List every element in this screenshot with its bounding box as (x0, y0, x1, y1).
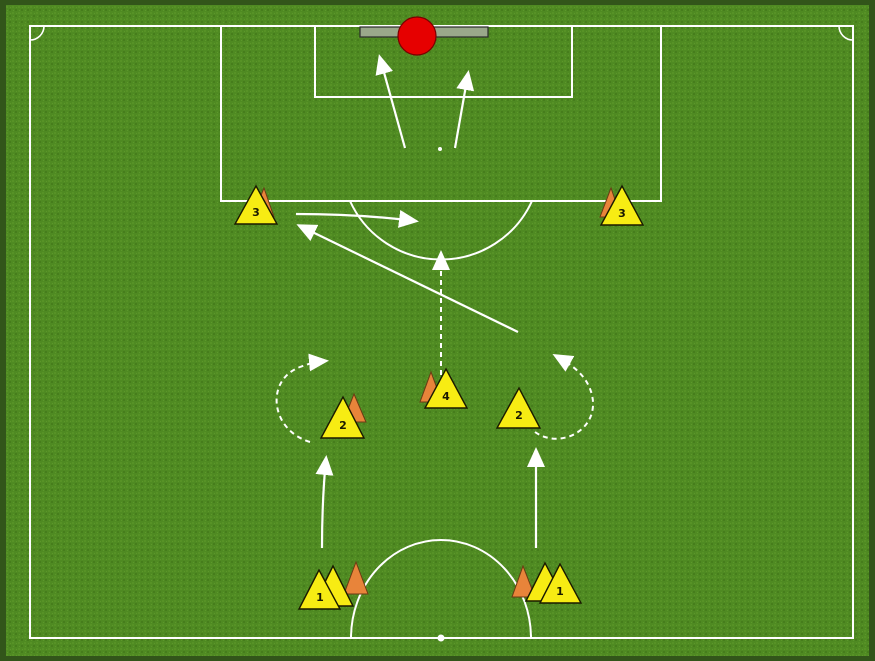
player-label: 3 (618, 207, 626, 220)
ball-icon (398, 17, 436, 55)
center-spot (438, 635, 445, 642)
player-label: 1 (316, 591, 324, 604)
player-label: 3 (252, 206, 260, 219)
player-label: 4 (442, 390, 450, 403)
grass-field (6, 5, 869, 656)
player-label: 1 (556, 585, 564, 598)
player-label: 2 (339, 419, 347, 432)
penalty-spot (438, 147, 442, 151)
player-label: 2 (515, 409, 523, 422)
